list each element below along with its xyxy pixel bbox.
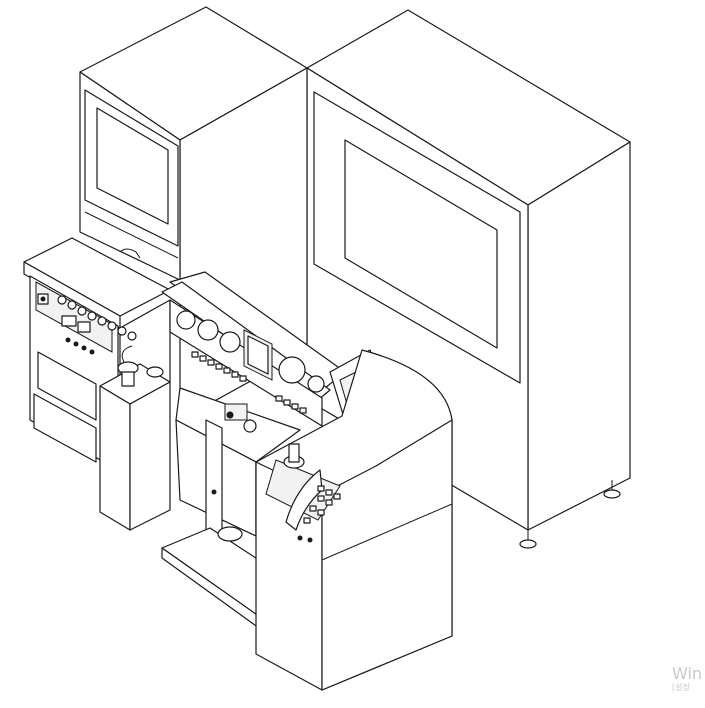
gauge-left-2 [197,319,219,341]
os-activation-watermark: Win [설정 [672,666,702,692]
desk-door [205,419,223,541]
watermark-line-1: Win [672,664,703,683]
operator-desk [255,349,453,691]
gauge-right [307,375,325,393]
cabinet-handle [119,248,141,259]
foot-right [603,489,621,499]
leveling-feet [519,480,621,549]
gauge-left-1 [176,310,196,330]
foot-pedal [217,526,243,542]
operator-button-panel [297,485,341,543]
brake-stand [99,345,171,531]
watermark-line-2: [설정 [672,683,690,692]
left-cabinet-screen [96,107,169,225]
indicator-button-row [191,351,307,414]
right-cabinet-screen [344,139,498,349]
foot-left [519,539,537,549]
throttle-handle [285,469,323,531]
gauge-left-3 [219,331,241,353]
speedometer [278,356,306,384]
display-window [61,315,77,327]
center-desk [175,387,301,541]
